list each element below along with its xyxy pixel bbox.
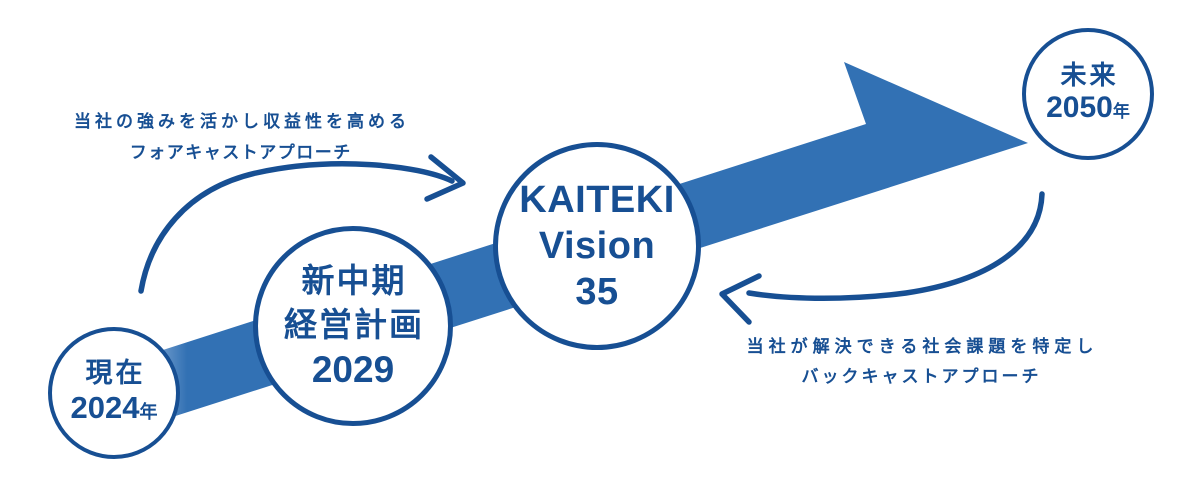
milestone-label: 経営計画: [284, 306, 424, 343]
backcast-annotation-line1: 当社が解決できる社会課題を特定し: [746, 337, 1099, 356]
milestone-label: Vision: [538, 225, 656, 267]
forecast-annotation: 当社の強みを活かし収益性を高める フォアキャストアプローチ: [20, 112, 460, 163]
milestone-year-value: 2024: [70, 390, 140, 425]
milestone-label: 未来: [1060, 60, 1119, 90]
milestone-label: 新中期: [301, 262, 407, 299]
milestone-year-suffix: 年: [1112, 102, 1130, 121]
milestone-year: 2029: [311, 349, 395, 390]
forecast-annotation-line1: 当社の強みを活かし収益性を高める: [74, 112, 410, 131]
milestone-year-suffix: 年: [139, 402, 158, 422]
milestone-present-circle: 現在 2024年: [48, 327, 180, 459]
backcast-arc-arrow: [719, 191, 1045, 325]
milestone-future-circle: 未来 2050年: [1022, 28, 1154, 160]
milestone-midterm-plan-circle: 新中期 経営計画 2029: [253, 226, 453, 426]
milestone-year: 2024年: [71, 390, 158, 430]
milestone-label: 現在: [85, 358, 146, 388]
milestone-label: 35: [575, 271, 619, 313]
forecast-annotation-line2: フォアキャストアプローチ: [129, 143, 352, 162]
milestone-year: 2050年: [1046, 91, 1130, 129]
backcast-arrowhead-icon: [719, 273, 762, 325]
milestone-label: KAITEKI: [519, 179, 675, 221]
milestone-year-value: 2050: [1046, 91, 1113, 124]
backcast-annotation-line2: バックキャストアプローチ: [801, 367, 1042, 386]
backcast-annotation: 当社が解決できる社会課題を特定し バックキャストアプローチ: [700, 337, 1140, 387]
milestone-kaiteki-vision-circle: KAITEKI Vision 35: [493, 142, 701, 350]
forecast-arc-arrow: [138, 154, 466, 294]
forecast-arrowhead-icon: [424, 154, 466, 202]
